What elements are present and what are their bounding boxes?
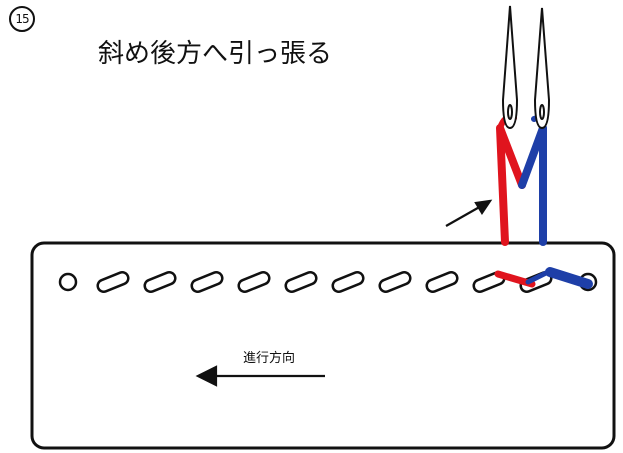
arrow-icon	[445, 199, 493, 227]
slit-hole	[190, 271, 224, 293]
slit-hole	[425, 271, 459, 293]
slit-hole	[331, 271, 365, 293]
needle-icon	[501, 5, 519, 130]
slit-hole	[284, 271, 318, 293]
step-title: 斜め後方へ引っ張る	[98, 39, 333, 69]
needle-icon	[533, 7, 551, 130]
arrow-left-icon	[195, 365, 325, 387]
step-number-badge: 15	[9, 6, 35, 32]
blue-thread	[518, 124, 547, 246]
start-hole	[58, 272, 78, 292]
slit-hole	[143, 271, 177, 293]
step-number: 15	[15, 12, 29, 26]
slit-hole	[378, 271, 412, 293]
blue-stitch	[545, 267, 593, 289]
slit-hole	[96, 271, 130, 293]
leather-piece	[30, 241, 616, 450]
slit-hole	[237, 271, 271, 293]
direction-label: 進行方向	[243, 351, 296, 366]
blue-stitch	[525, 269, 551, 285]
stitch-holes	[58, 271, 598, 293]
